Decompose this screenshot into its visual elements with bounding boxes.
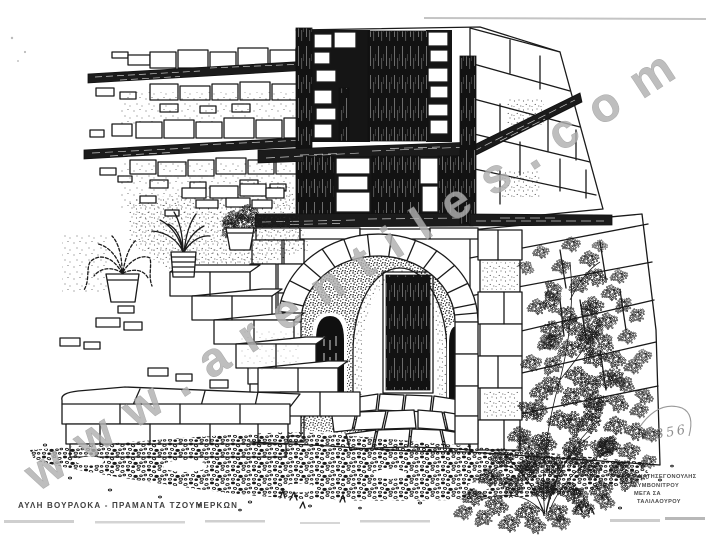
side-note: ΑΝΑΤΗΣΕΓΟΝΟΥΛΗΣ ΛΥΜΒΟΝΙΤΡΟΥ ΜΕΓΑ ΣΑ ΤΑΛΙ… [634,474,697,505]
caption-text: ΑΥΛΗ ΒΟΥΡΛΟΚΑ - ΠΡΑΜΑΝΤΑ ΤΖΟΥΜΕΡΚΩΝ [18,501,238,510]
scan-artifacts [4,17,707,524]
flower-pot-left [83,235,153,303]
bush [452,237,662,539]
gravel-ground [30,432,674,515]
wooden-door [385,274,431,391]
timber-frame-upper-storey [254,26,561,228]
catalog-number: 5356 [638,405,692,445]
svg-text:5356: 5356 [644,422,689,444]
side-note-line-1: ΑΝΑΤΗΣΕΓΟΝΟΥΛΗΣ [634,474,697,480]
flower-pot-top [215,204,263,251]
side-note-line-2: ΛΥΜΒΟΝΙΤΡΟΥ [634,483,679,489]
corner-post [459,55,477,225]
timber-panel [367,30,429,142]
right-wall-upper [459,27,604,225]
side-note-line-3: ΜΕΓΑ ΣΑ [634,491,661,497]
planter-ribbed [151,211,211,278]
side-note-line-4: ΤΑΛΙΛΑΟΥΡΟΥ [637,499,681,505]
